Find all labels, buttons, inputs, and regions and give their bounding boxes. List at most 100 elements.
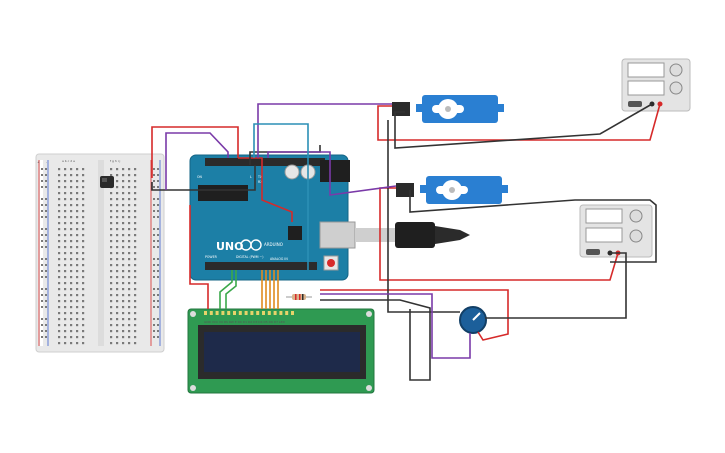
breadboard-rail-hole[interactable] — [45, 276, 47, 278]
breadboard-hole[interactable] — [110, 306, 113, 309]
breadboard-hole[interactable] — [82, 216, 85, 219]
breadboard-hole[interactable] — [116, 336, 119, 339]
breadboard-hole[interactable] — [110, 192, 113, 195]
power-supply-1[interactable] — [621, 58, 691, 112]
breadboard-rail-hole[interactable] — [153, 204, 155, 206]
breadboard-rail-hole[interactable] — [153, 306, 155, 308]
breadboard-hole[interactable] — [76, 270, 79, 273]
breadboard-hole[interactable] — [134, 198, 137, 201]
breadboard-rail-hole[interactable] — [45, 318, 47, 320]
breadboard-hole[interactable] — [134, 282, 137, 285]
breadboard-hole[interactable] — [134, 312, 137, 315]
breadboard-hole[interactable] — [70, 294, 73, 297]
breadboard-hole[interactable] — [76, 180, 79, 183]
breadboard-rail-hole[interactable] — [153, 228, 155, 230]
breadboard-hole[interactable] — [122, 324, 125, 327]
breadboard-rail-hole[interactable] — [45, 330, 47, 332]
breadboard-hole[interactable] — [128, 180, 131, 183]
breadboard-hole[interactable] — [128, 264, 131, 267]
breadboard-rail-hole[interactable] — [41, 186, 43, 188]
breadboard-rail-hole[interactable] — [45, 228, 47, 230]
breadboard-hole[interactable] — [116, 246, 119, 249]
breadboard-hole[interactable] — [128, 168, 131, 171]
breadboard-hole[interactable] — [58, 204, 61, 207]
breadboard-hole[interactable] — [122, 342, 125, 345]
breadboard-hole[interactable] — [134, 324, 137, 327]
breadboard-hole[interactable] — [82, 252, 85, 255]
breadboard-hole[interactable] — [116, 318, 119, 321]
breadboard-hole[interactable] — [76, 300, 79, 303]
breadboard-hole[interactable] — [116, 204, 119, 207]
breadboard-hole[interactable] — [64, 216, 67, 219]
breadboard-hole[interactable] — [70, 240, 73, 243]
breadboard-hole[interactable] — [82, 222, 85, 225]
breadboard-hole[interactable] — [64, 180, 67, 183]
breadboard-hole[interactable] — [128, 198, 131, 201]
breadboard-hole[interactable] — [128, 342, 131, 345]
lcd-pin[interactable] — [262, 311, 265, 315]
breadboard-rail-hole[interactable] — [157, 300, 159, 302]
breadboard-rail-hole[interactable] — [45, 174, 47, 176]
lcd-pin[interactable] — [267, 311, 271, 315]
breadboard-hole[interactable] — [116, 294, 119, 297]
breadboard-hole[interactable] — [128, 258, 131, 261]
breadboard-hole[interactable] — [82, 306, 85, 309]
breadboard-hole[interactable] — [116, 210, 119, 213]
breadboard-hole[interactable] — [128, 300, 131, 303]
breadboard-rail-hole[interactable] — [153, 318, 155, 320]
breadboard-hole[interactable] — [128, 312, 131, 315]
breadboard-hole[interactable] — [58, 276, 61, 279]
breadboard-hole[interactable] — [128, 282, 131, 285]
breadboard-hole[interactable] — [110, 294, 113, 297]
breadboard-hole[interactable] — [134, 204, 137, 207]
breadboard-hole[interactable] — [76, 252, 79, 255]
breadboard-rail-hole[interactable] — [41, 330, 43, 332]
breadboard-hole[interactable] — [58, 186, 61, 189]
breadboard-hole[interactable] — [116, 198, 119, 201]
breadboard-rail-hole[interactable] — [41, 216, 43, 218]
breadboard-hole[interactable] — [70, 204, 73, 207]
breadboard-hole[interactable] — [110, 240, 113, 243]
breadboard-hole[interactable] — [82, 186, 85, 189]
breadboard-rail-hole[interactable] — [41, 264, 43, 266]
breadboard-hole[interactable] — [128, 246, 131, 249]
breadboard-hole[interactable] — [116, 216, 119, 219]
breadboard-hole[interactable] — [128, 210, 131, 213]
breadboard-hole[interactable] — [122, 300, 125, 303]
breadboard-hole[interactable] — [58, 270, 61, 273]
breadboard-hole[interactable] — [122, 276, 125, 279]
breadboard-hole[interactable] — [134, 252, 137, 255]
breadboard-hole[interactable] — [64, 234, 67, 237]
lcd-pin[interactable] — [250, 311, 254, 315]
breadboard-hole[interactable] — [122, 234, 125, 237]
breadboard-hole[interactable] — [76, 336, 79, 339]
breadboard-hole[interactable] — [134, 222, 137, 225]
breadboard-hole[interactable] — [70, 264, 73, 267]
breadboard-rail-hole[interactable] — [41, 180, 43, 182]
breadboard-rail-hole[interactable] — [45, 210, 47, 212]
breadboard-hole[interactable] — [76, 198, 79, 201]
breadboard-hole[interactable] — [70, 252, 73, 255]
breadboard-hole[interactable] — [58, 228, 61, 231]
breadboard-rail-hole[interactable] — [45, 324, 47, 326]
breadboard-hole[interactable] — [116, 306, 119, 309]
breadboard-hole[interactable] — [122, 192, 125, 195]
breadboard-rail-hole[interactable] — [153, 264, 155, 266]
breadboard-hole[interactable] — [122, 216, 125, 219]
breadboard-rail-hole[interactable] — [157, 318, 159, 320]
breadboard-rail-hole[interactable] — [41, 318, 43, 320]
lcd-display[interactable]: GND VCC V0 RS RW E D0 D1 D2 D3 D4 D5 D6 … — [187, 308, 375, 394]
breadboard-rail-hole[interactable] — [45, 168, 47, 170]
breadboard-rail-hole[interactable] — [157, 264, 159, 266]
breadboard-rail-hole[interactable] — [41, 300, 43, 302]
breadboard-rail-hole[interactable] — [45, 240, 47, 242]
lcd-pin-header[interactable] — [204, 311, 294, 315]
breadboard-hole[interactable] — [134, 270, 137, 273]
breadboard-hole[interactable] — [64, 312, 67, 315]
breadboard-hole[interactable] — [70, 234, 73, 237]
breadboard-hole[interactable] — [70, 228, 73, 231]
breadboard-hole[interactable] — [82, 234, 85, 237]
breadboard-rail-hole[interactable] — [157, 234, 159, 236]
breadboard-hole[interactable] — [64, 264, 67, 267]
breadboard-hole[interactable] — [70, 276, 73, 279]
